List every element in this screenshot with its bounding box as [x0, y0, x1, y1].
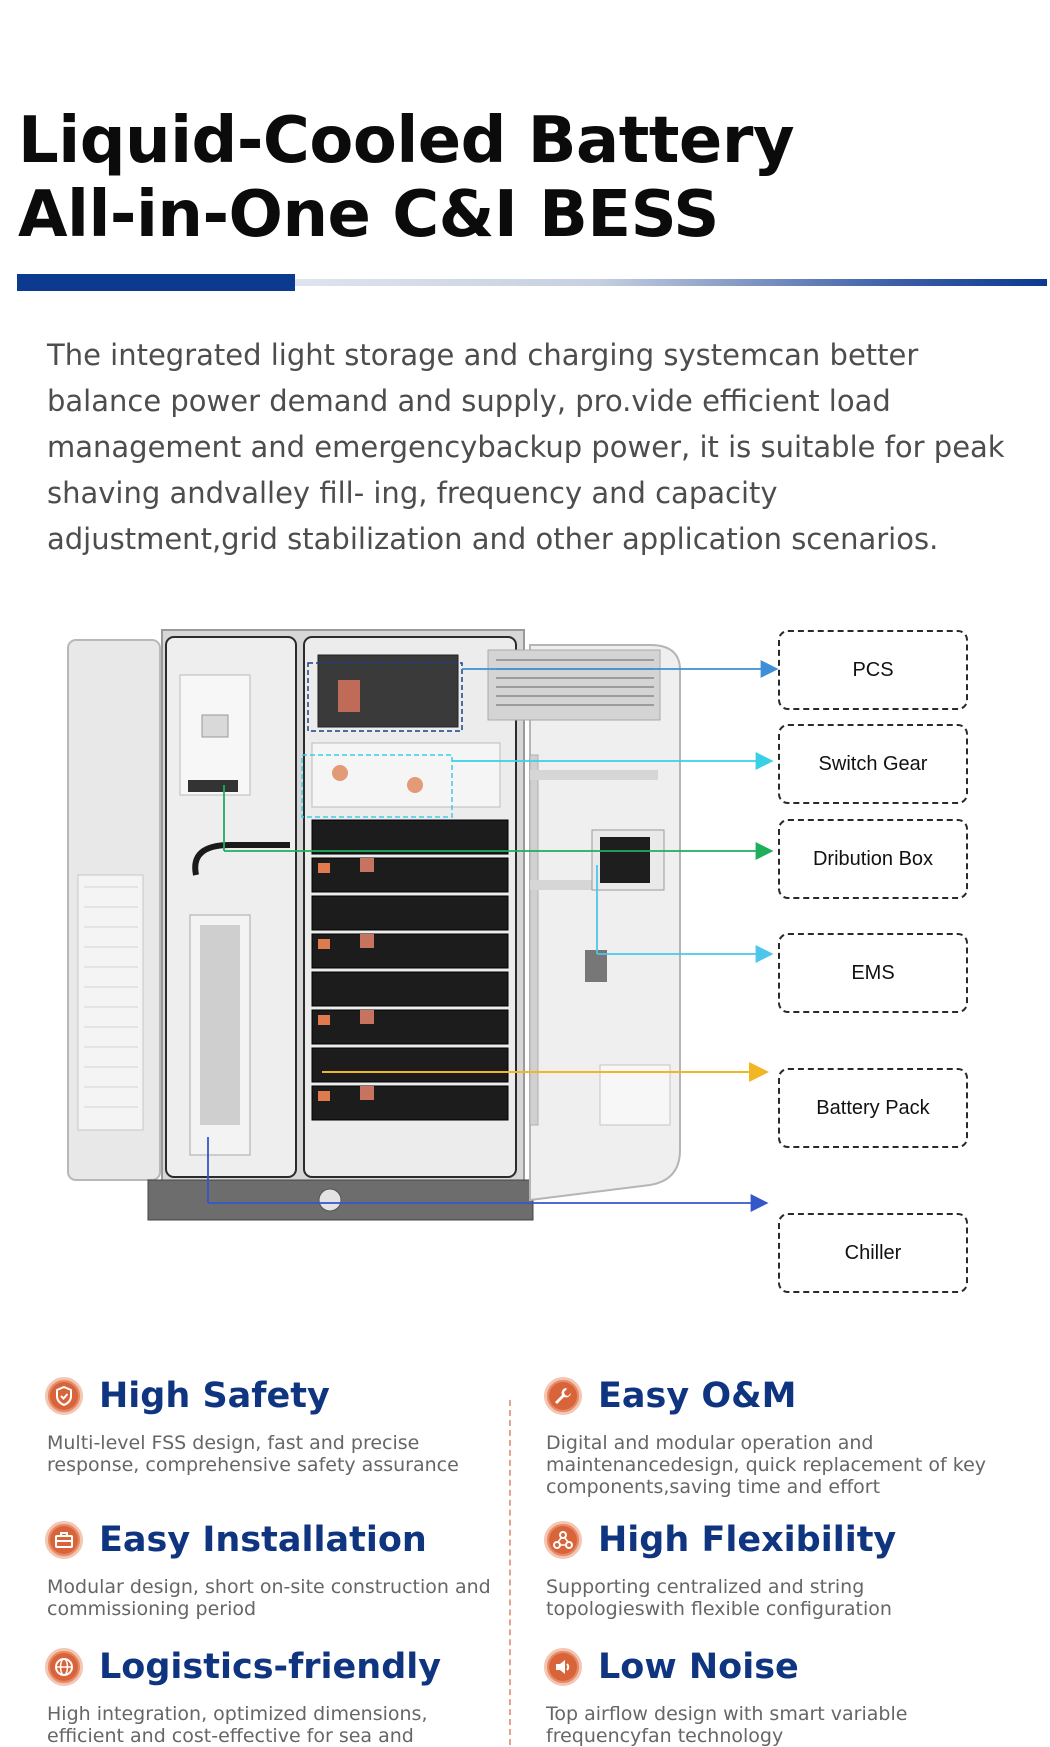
wrench-icon [544, 1377, 582, 1415]
features-divider [509, 1400, 511, 1745]
callout-arrows [207, 660, 779, 1212]
title-underline-gradient [295, 279, 1047, 286]
title-line-1: Liquid-Cooled Battery [18, 104, 795, 178]
feature-easy-om: Easy O&M Digital and modular operation a… [544, 1372, 1014, 1498]
feature-title: Logistics-friendly [99, 1647, 442, 1687]
feature-title: High Safety [99, 1376, 330, 1416]
speaker-icon [544, 1648, 582, 1686]
callout-switch-gear: Switch Gear [778, 724, 968, 804]
feature-high-safety: High Safety Multi-level FSS design, fast… [45, 1372, 515, 1476]
callout-distribution-box: Dribution Box [778, 819, 968, 899]
callout-chiller: Chiller [778, 1213, 968, 1293]
feature-title: Low Noise [598, 1647, 799, 1687]
feature-logistics-friendly: Logistics-friendly High integration, opt… [45, 1643, 515, 1747]
bess-cabinet-illustration [67, 629, 681, 1221]
callout-battery-pack: Battery Pack [778, 1068, 968, 1148]
feature-description: Digital and modular operation and mainte… [546, 1432, 986, 1498]
feature-high-flexibility: High Flexibility Supporting centralized … [544, 1516, 1014, 1620]
feature-description: High integration, optimized dimensions, … [47, 1703, 428, 1747]
globe-icon [45, 1648, 83, 1686]
shield-icon [45, 1377, 83, 1415]
toolbox-icon [45, 1521, 83, 1559]
intro-paragraph: The integrated light storage and chargin… [47, 338, 1005, 556]
feature-title: Easy O&M [598, 1376, 797, 1416]
title-underline-accent [17, 274, 295, 291]
feature-description: Top airflow design with smart variable f… [546, 1703, 908, 1747]
feature-title: High Flexibility [598, 1520, 897, 1560]
feature-description: Supporting centralized and string topolo… [546, 1576, 892, 1620]
callout-pcs: PCS [778, 630, 968, 710]
network-icon [544, 1521, 582, 1559]
feature-low-noise: Low Noise Top airflow design with smart … [544, 1643, 1014, 1747]
title-line-2: All-in-One C&I BESS [18, 178, 719, 252]
feature-easy-installation: Easy Installation Modular design, short … [45, 1516, 515, 1620]
feature-description: Modular design, short on-site constructi… [47, 1576, 491, 1620]
feature-title: Easy Installation [99, 1520, 427, 1560]
callout-ems: EMS [778, 933, 968, 1013]
page-title: Liquid-Cooled Battery All-in-One C&I BES… [18, 104, 795, 252]
bess-diagram: PCS Switch Gear Dribution Box EMS Batter… [60, 625, 1050, 1305]
feature-description: Multi-level FSS design, fast and precise… [47, 1432, 459, 1476]
